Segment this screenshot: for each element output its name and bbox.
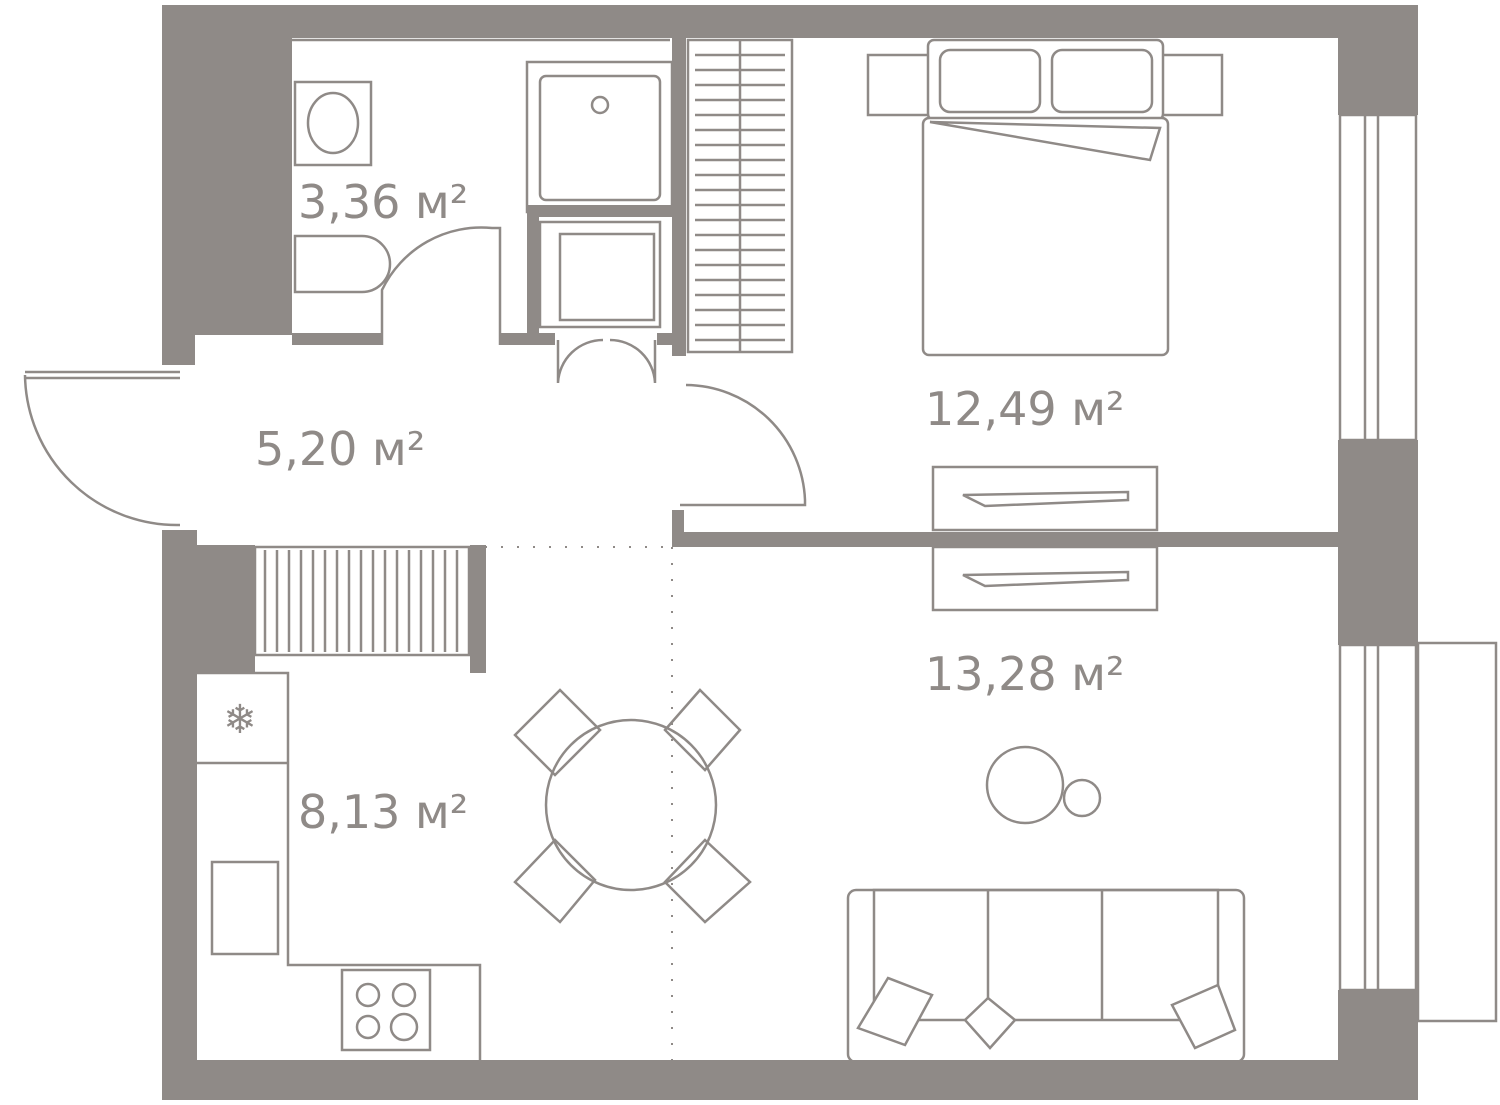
- bathroom-area-label: 3,36 м²: [298, 175, 468, 229]
- living-room-area-label: 13,28 м²: [925, 647, 1124, 701]
- wardrobe-bedroom: [686, 38, 794, 354]
- bedroom-area-label: 12,49 м²: [925, 382, 1124, 436]
- tv-stands: [931, 465, 1159, 612]
- dining-table: [513, 688, 752, 924]
- kitchen-area-label: 8,13 м²: [298, 785, 468, 839]
- hallway-area-label: 5,20 м²: [255, 422, 425, 476]
- wardrobe-hall: [253, 545, 471, 657]
- bathroom-fixtures: [293, 60, 674, 329]
- walls: [162, 5, 1418, 1100]
- coffee-table: [985, 745, 1102, 825]
- bed: [866, 38, 1224, 357]
- doors: [23, 226, 807, 527]
- snowflake-icon: ❄: [223, 697, 257, 743]
- kitchen-units: ❄: [197, 671, 482, 1060]
- sofa: [846, 888, 1246, 1064]
- windows: [292, 38, 1498, 1023]
